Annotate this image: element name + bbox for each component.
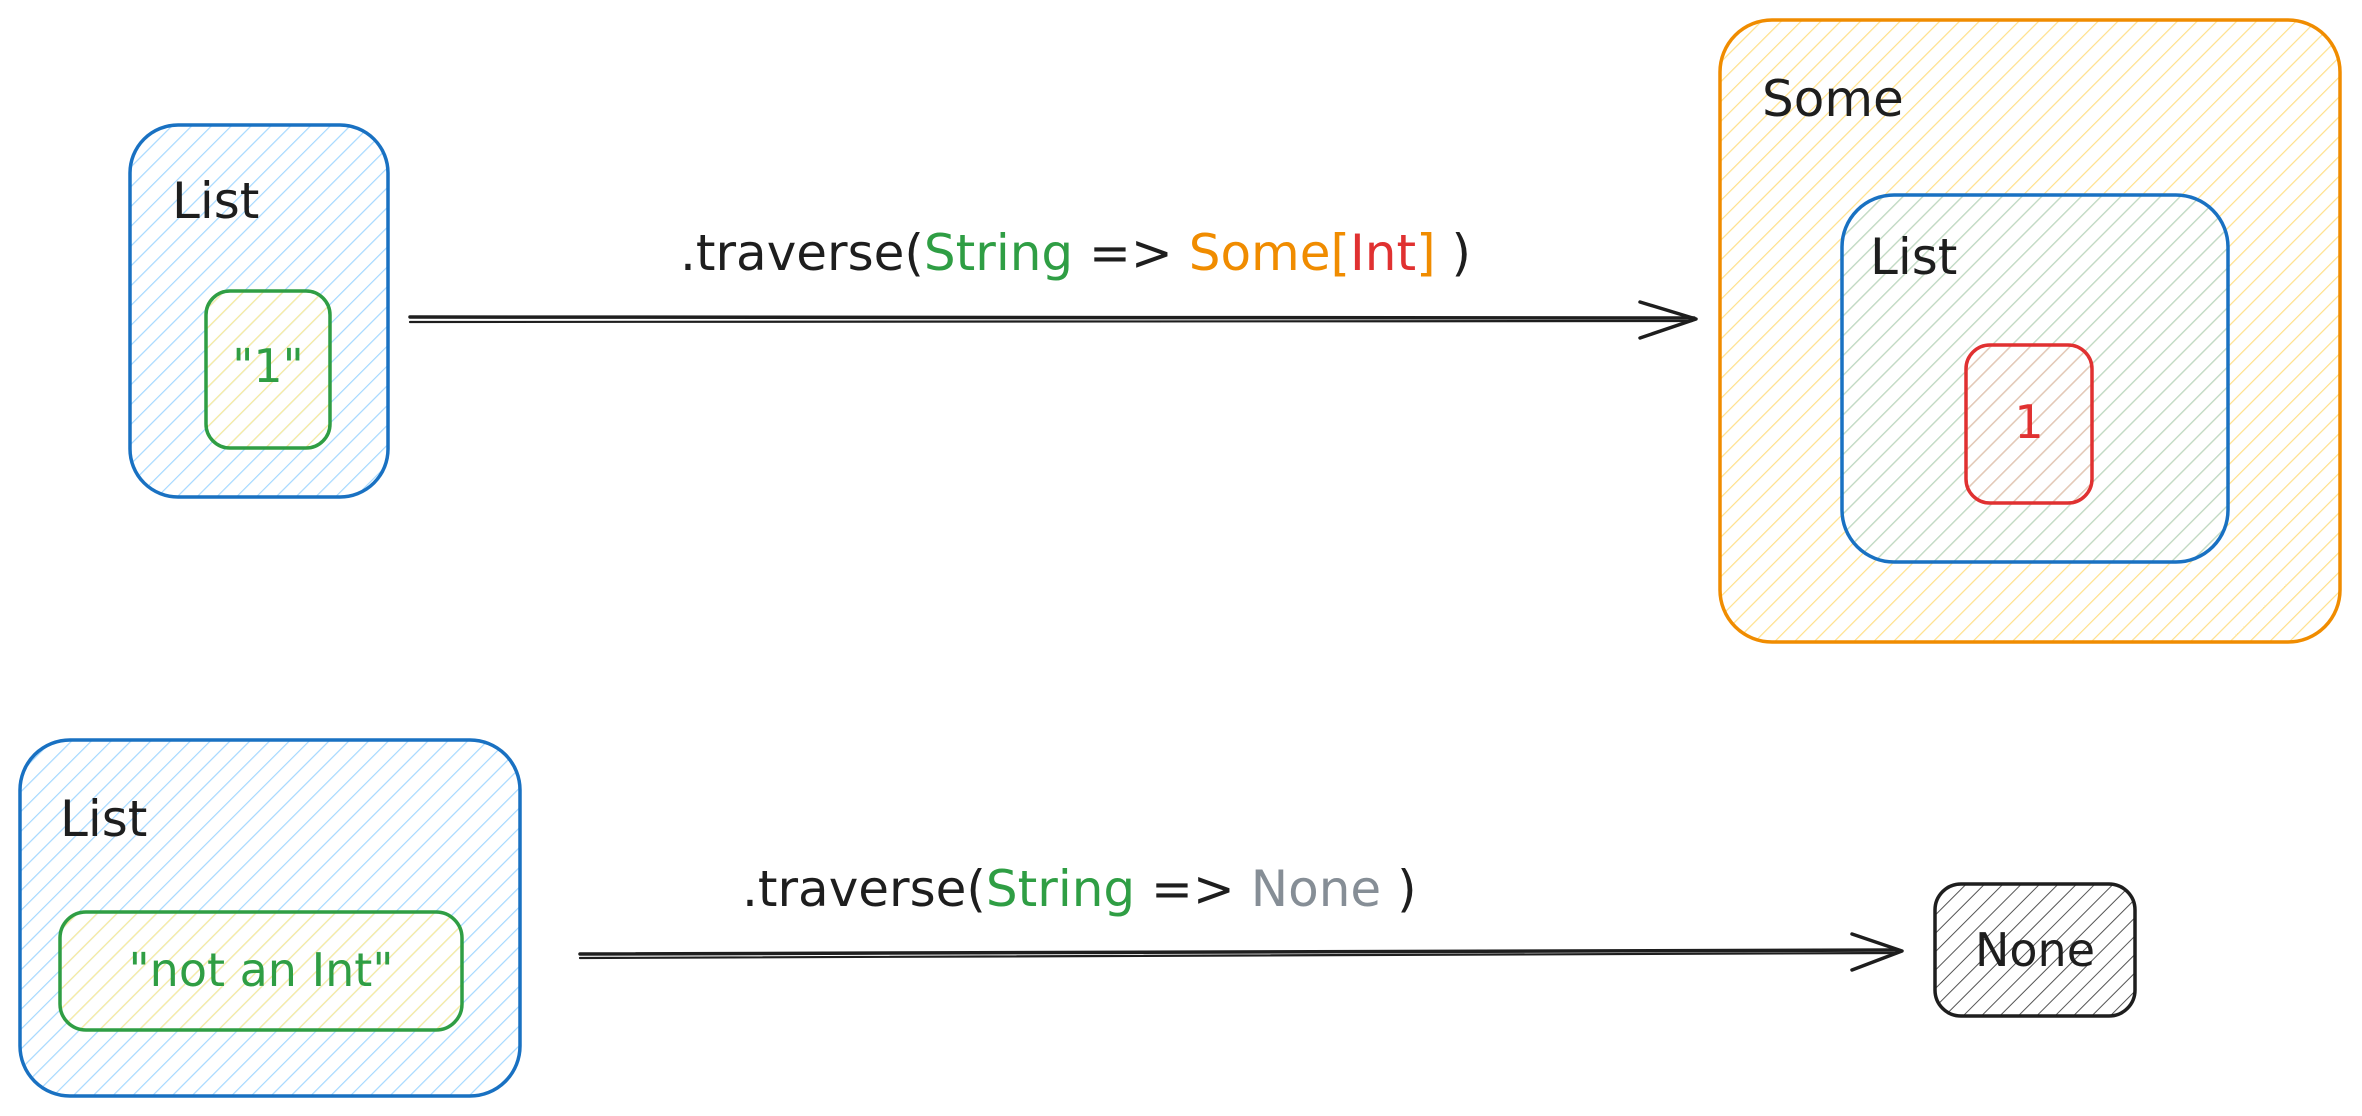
bottom-label-method: .traverse( [742,860,986,918]
bottom-source-element-text: "not an Int" [129,943,394,997]
bottom-arrow-label: .traverse(String => None ) [742,860,1417,918]
bottom-label-arrow: => [1135,860,1251,918]
top-result-element-box: 1 [1964,343,2094,505]
bottom-result-none-label: None [1975,923,2095,977]
top-label-bracket-open: [ [1331,224,1351,282]
top-label-method: .traverse( [680,224,924,282]
bottom-source-element-box: "not an Int" [58,910,464,1032]
bottom-source-list-label: List [60,790,147,848]
top-label-result-inner: Int [1350,224,1416,282]
top-result-list-label: List [1870,228,1957,286]
top-result-element-text: 1 [2014,395,2043,449]
bottom-label-result: None [1251,860,1381,918]
bottom-arrow [578,932,1904,972]
top-source-element-box: "1" [204,289,332,450]
top-result-some-label: Some [1762,70,1904,128]
bottom-label-param-type: String [986,860,1135,918]
top-label-close: ) [1436,224,1471,282]
top-source-element-text: "1" [232,339,304,393]
top-label-result-outer: Some [1189,224,1331,282]
bottom-result-none-box: None [1933,882,2137,1018]
top-label-bracket-close: ] [1416,224,1436,282]
top-arrow [408,300,1698,340]
top-label-arrow: => [1073,224,1189,282]
bottom-label-close: ) [1381,860,1416,918]
top-source-list-label: List [172,172,259,230]
top-arrow-label: .traverse(String => Some[Int] ) [680,224,1471,282]
top-label-param-type: String [924,224,1073,282]
